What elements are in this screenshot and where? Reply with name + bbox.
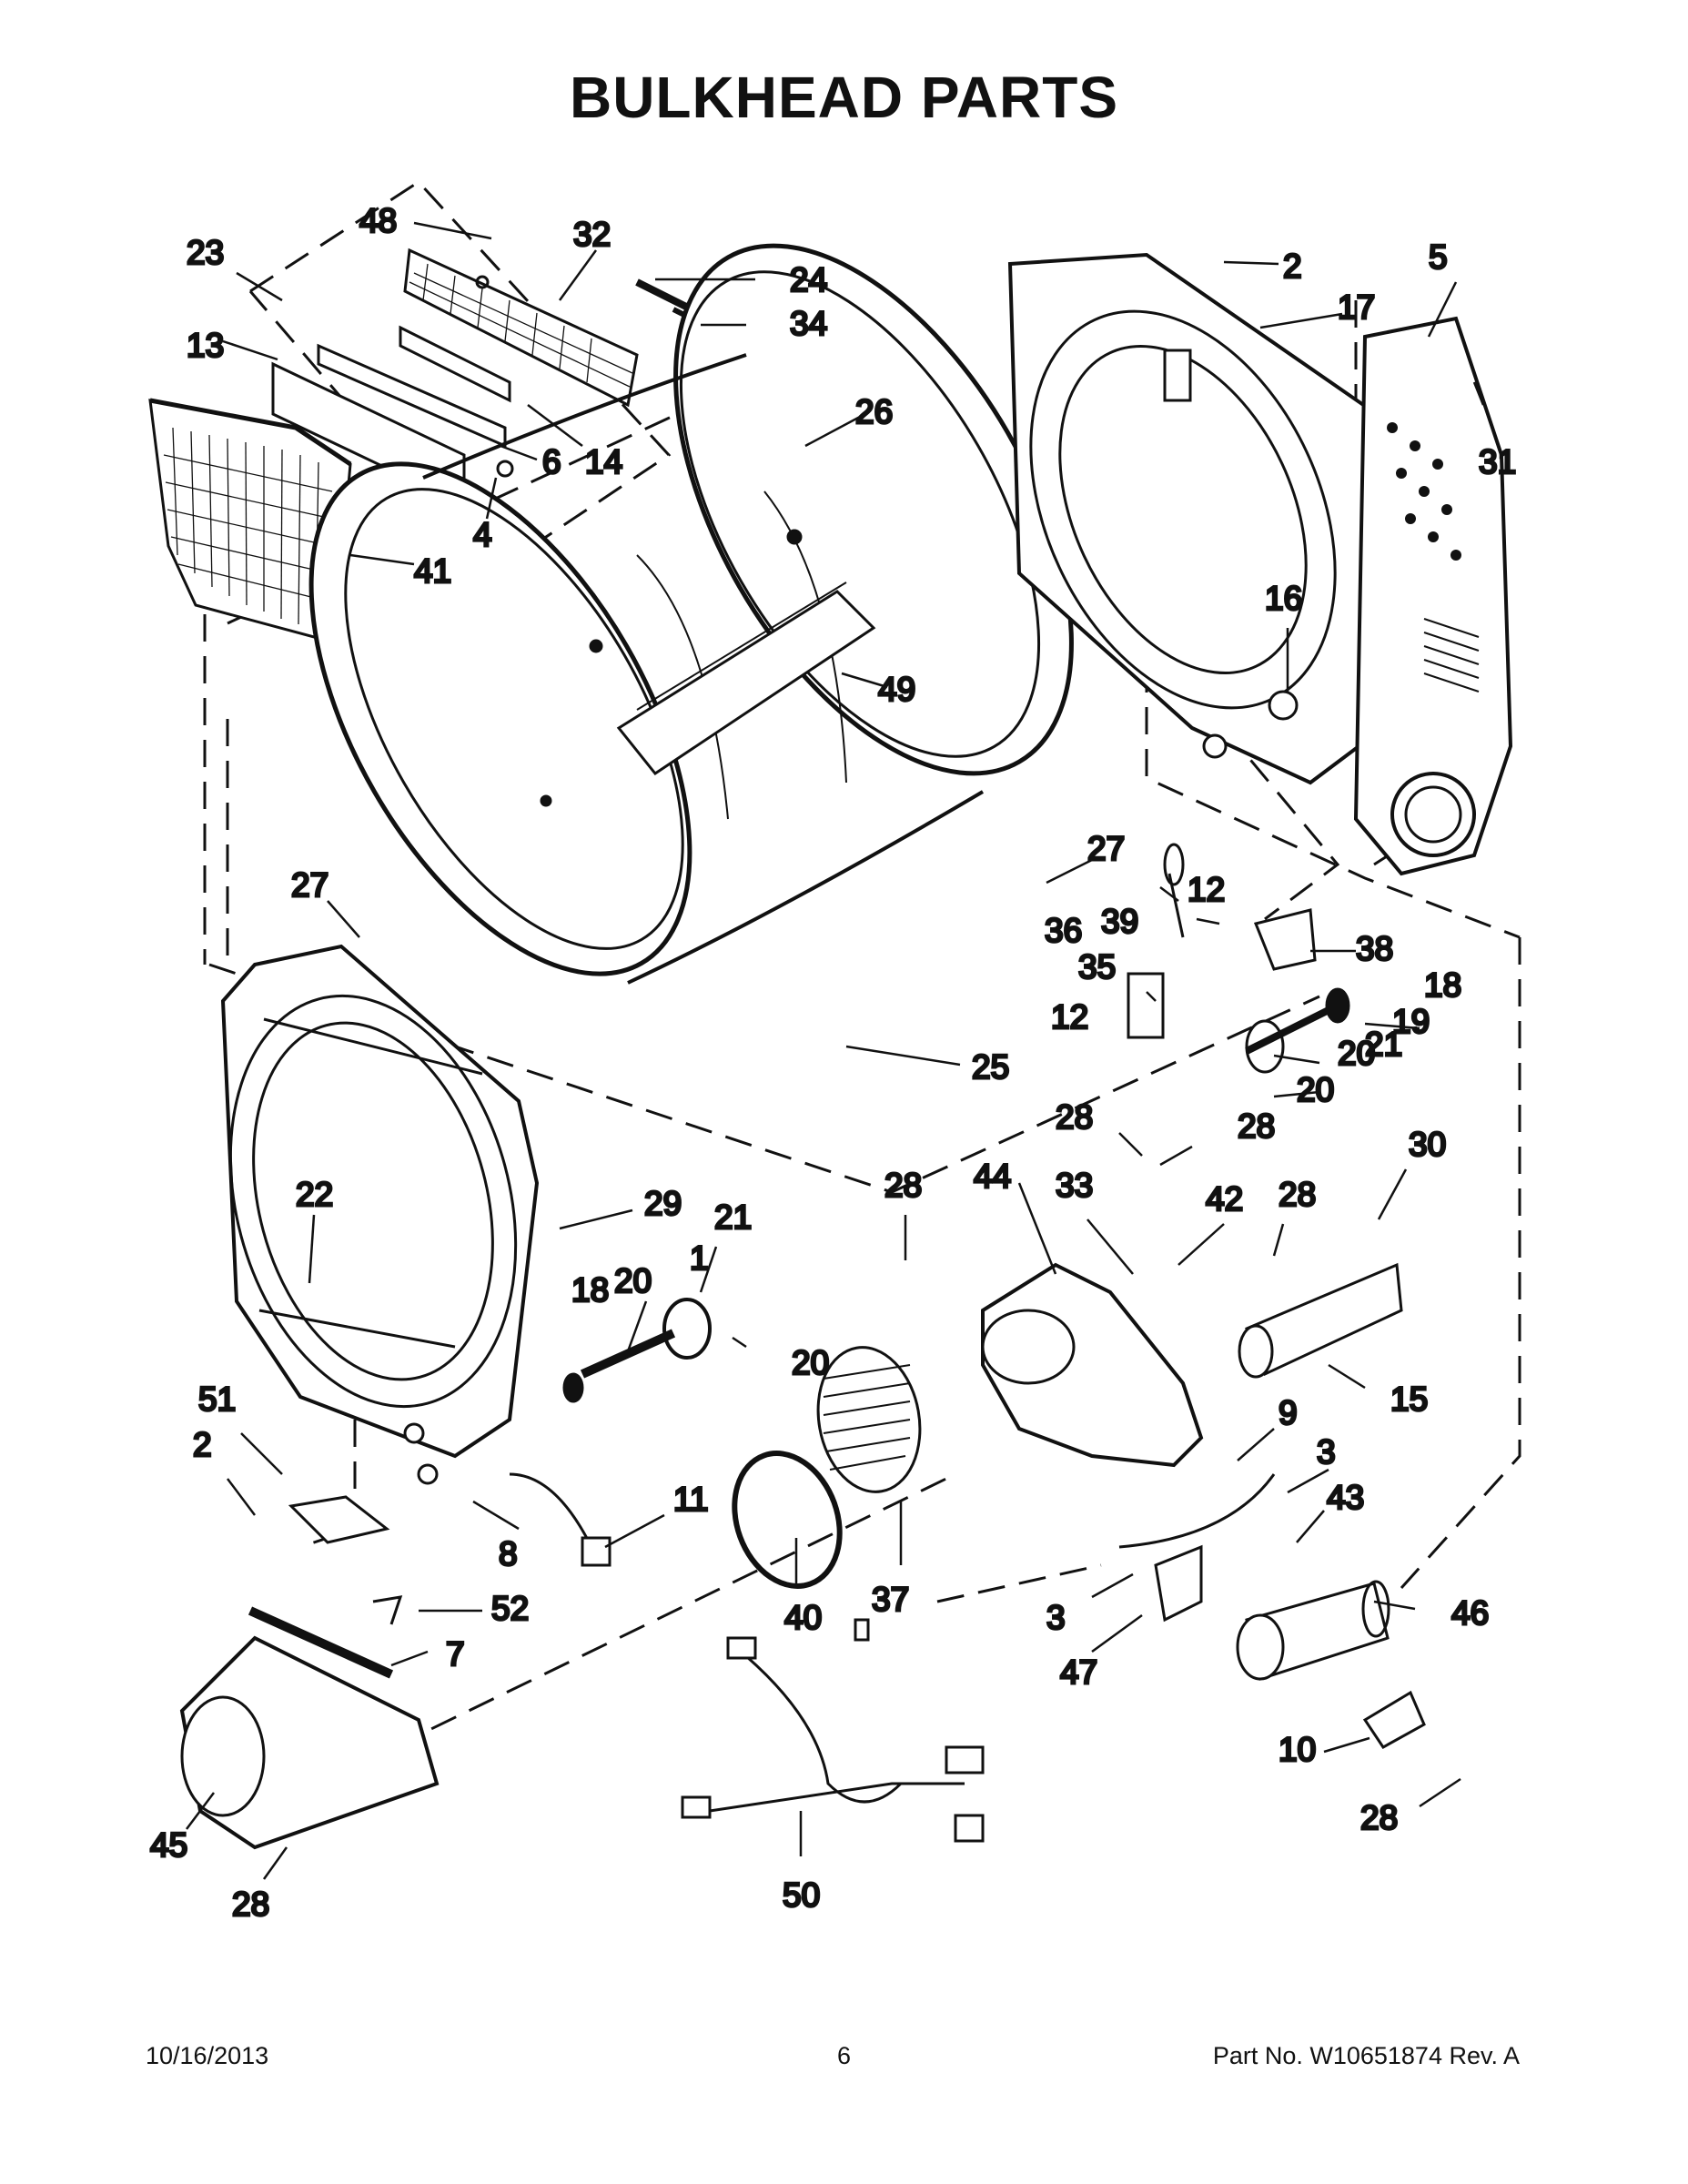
footer-part-number: Part No. W10651874 Rev. A — [1212, 2042, 1520, 2069]
callout-label: 25 — [972, 1048, 1009, 1086]
callout-label: 10 — [1279, 1731, 1316, 1768]
callout-label: 20 — [1297, 1071, 1334, 1108]
callout-label: 4 — [473, 516, 492, 553]
callout-label: 40 — [784, 1599, 822, 1636]
callout-label: 28 — [232, 1886, 269, 1923]
callout-label: 5 — [1429, 238, 1448, 276]
drum — [308, 243, 1074, 985]
callout-label: 17 — [1338, 288, 1375, 326]
page-title: BULKHEAD PARTS — [569, 65, 1119, 130]
callout-label: 42 — [1206, 1180, 1243, 1218]
callout-label: 27 — [291, 866, 329, 904]
callout-label: 37 — [872, 1581, 909, 1618]
callout-label: 22 — [296, 1176, 333, 1213]
callout-label: 28 — [1360, 1799, 1398, 1836]
callout-label: 3 — [1046, 1599, 1066, 1636]
callout-label: 33 — [1056, 1167, 1093, 1204]
callout-label: 2 — [193, 1426, 212, 1463]
callout-label: 31 — [1479, 443, 1516, 480]
callout-label: 9 — [1279, 1394, 1298, 1431]
callout-label: 11 — [673, 1481, 708, 1518]
callout-label: 34 — [790, 305, 827, 342]
callout-label: 20 — [792, 1344, 829, 1381]
callout-label: 12 — [1188, 871, 1225, 908]
callout-label: 8 — [499, 1535, 518, 1572]
callout-label: 15 — [1390, 1380, 1428, 1418]
callout-label: 23 — [187, 234, 224, 271]
callout-label: 36 — [1045, 912, 1082, 949]
callout-label: 26 — [855, 393, 893, 430]
callout-label: 48 — [359, 202, 397, 239]
callout-label: 19 — [1392, 1003, 1430, 1040]
motor-and-harness — [509, 1472, 1426, 1843]
callout-label: 14 — [585, 443, 622, 480]
callout-label: 28 — [884, 1167, 922, 1204]
callout-label: 30 — [1409, 1126, 1446, 1163]
callout-label: 21 — [714, 1198, 752, 1236]
callout-label: 21 — [1365, 1026, 1402, 1063]
callout-label: 29 — [644, 1185, 682, 1222]
callout-label: 18 — [571, 1271, 609, 1309]
callout-label: 45 — [150, 1826, 187, 1864]
callout-label: 35 — [1078, 948, 1116, 986]
callout-label: 28 — [1238, 1107, 1275, 1145]
callout-label: 16 — [1265, 580, 1302, 617]
callout-label: 51 — [198, 1380, 236, 1418]
front-bulkhead — [220, 944, 540, 1485]
callout-label: 39 — [1101, 903, 1138, 940]
blower-assembly — [732, 1262, 1403, 1589]
callout-labels: 48 32 23 24 34 13 6 14 4 41 26 49 2 17 5… — [149, 201, 1518, 1925]
callout-label: 28 — [1056, 1098, 1093, 1136]
callout-label: 43 — [1327, 1479, 1364, 1516]
callout-label: 52 — [491, 1590, 529, 1627]
callout-label: 12 — [1051, 998, 1088, 1036]
callout-label: 20 — [614, 1262, 652, 1299]
leader-arrows — [186, 221, 1485, 1880]
callout-label: 18 — [1424, 966, 1461, 1004]
lint-duct — [179, 1495, 440, 1850]
footer-date: 10/16/2013 — [146, 2042, 269, 2069]
callout-label: 32 — [573, 216, 611, 253]
callout-label: 3 — [1317, 1433, 1336, 1471]
callout-label: 2 — [1283, 248, 1302, 285]
callout-label: 38 — [1356, 930, 1393, 967]
callout-label: 13 — [187, 327, 224, 364]
callout-label: 41 — [414, 552, 451, 590]
footer-page-number: 6 — [836, 2042, 852, 2069]
rollers-and-idler — [562, 843, 1350, 1403]
callout-label: 7 — [446, 1635, 465, 1673]
rear-bulkhead — [1007, 252, 1513, 876]
callout-label: 6 — [542, 443, 561, 480]
callout-label: 50 — [783, 1876, 820, 1914]
callout-label: 44 — [974, 1158, 1011, 1195]
callout-label: 49 — [878, 671, 915, 708]
callout-label: 1 — [690, 1239, 709, 1277]
callout-label: 46 — [1451, 1594, 1489, 1632]
callout-label: 28 — [1279, 1176, 1316, 1213]
callout-label: 27 — [1087, 830, 1125, 867]
callout-label: 47 — [1060, 1653, 1097, 1691]
callout-label: 20 — [1338, 1035, 1375, 1072]
callout-label: 24 — [790, 261, 827, 298]
